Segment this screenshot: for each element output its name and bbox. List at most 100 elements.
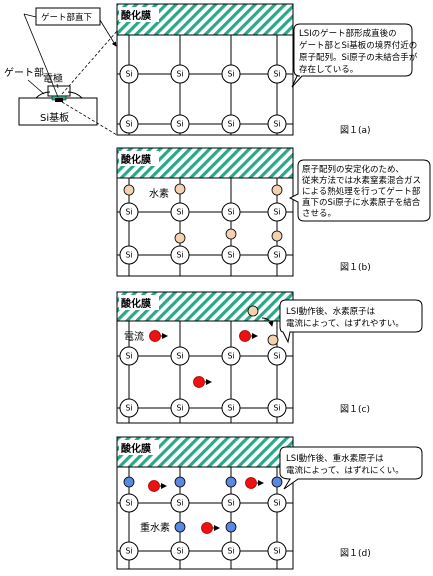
- si-atom: [170, 541, 190, 561]
- hydrogen-atom: [267, 334, 279, 346]
- si-atom-label: Si: [176, 352, 183, 361]
- panel-a-callout-line2: ゲート部とSi基板の境界付近の: [299, 40, 417, 51]
- panel-c-callout-line1: LSI動作後、水素原子は: [286, 306, 376, 317]
- deuterium-atom: [174, 476, 186, 488]
- deuterium-atom: [174, 521, 186, 533]
- si-atom: [119, 64, 139, 84]
- panel-b-callout-line3: による熱処理を行ってゲート部: [302, 186, 421, 197]
- gate-callout-lead: [23, 13, 37, 18]
- panel-b-oxide-label: 酸化膜: [121, 153, 151, 166]
- hydrogen-escape-arrow: [261, 317, 274, 327]
- si-atom-label: Si: [227, 547, 234, 556]
- electrode-label: 電極: [43, 72, 63, 85]
- inset-gate-diagram: Si基板 ゲート部 電極 ゲート部直下: [4, 7, 118, 136]
- si-atom-label: Si: [227, 404, 234, 413]
- si-atom-label: Si: [125, 70, 132, 79]
- panel-b-callout-line1: 原子配列の安定化のため、: [302, 164, 404, 175]
- gate-callout-text: ゲート部直下: [41, 12, 93, 23]
- hydrogen-atom: [174, 232, 186, 244]
- si-atom-label: Si: [125, 352, 132, 361]
- panel-a-oxide-bg: [119, 7, 159, 22]
- gate-curve-right: [67, 91, 83, 99]
- panel-a-callout-line3: 原子配列。Si原子の未結合手が: [299, 52, 418, 63]
- figure-label-b: 図１(b): [340, 262, 371, 273]
- gate-label: ゲート部: [4, 66, 44, 79]
- si-atom-label: Si: [176, 547, 183, 556]
- deuterium-atom: [271, 476, 283, 488]
- deuterium-label: 重水素: [140, 521, 170, 534]
- hydrogen-atom: [271, 230, 283, 242]
- gate-curve-left: [35, 91, 51, 99]
- panel-a-callout-bubble: [291, 23, 413, 88]
- si-atom-label: Si: [125, 547, 132, 556]
- panel-b-callout-bubble: [288, 159, 431, 222]
- si-atom: [267, 541, 287, 561]
- panel-d-oxide-bg: [119, 440, 159, 455]
- si-atom-label: Si: [125, 208, 132, 217]
- electron: [239, 330, 251, 342]
- si-atom-label: Si: [176, 404, 183, 413]
- hydrogen-atom: [174, 183, 186, 195]
- panel-d-callout-line1: LSI動作後、重水素原子は: [286, 453, 384, 464]
- panel-d-callout-line2: 電流によって、はずれにくい。: [286, 465, 404, 476]
- si-atom-label: Si: [176, 499, 183, 508]
- electron: [201, 522, 213, 534]
- si-atom-label: Si: [227, 70, 234, 79]
- projection-line-bottom: [61, 101, 118, 136]
- si-atom-label: Si: [273, 208, 280, 217]
- figure-label-d: 図１(d): [340, 548, 371, 559]
- gate-callout-arrow: [99, 19, 117, 47]
- panel-a-callout-line1: LSIのゲート部形成直後の: [299, 28, 397, 39]
- si-atom-label: Si: [273, 499, 280, 508]
- current-label: 電流: [124, 330, 144, 343]
- electron: [193, 376, 205, 388]
- deuterium-atom: [225, 521, 237, 533]
- panel-b-callout-line4: 直下のSi原子に水素原子を結合: [302, 197, 421, 208]
- panel-b-callout-line5: させる。: [302, 209, 336, 219]
- si-atom: [170, 114, 190, 134]
- si-atom-label: Si: [176, 120, 183, 129]
- si-atom: [170, 245, 190, 265]
- hydrogen-label: 水素: [149, 187, 169, 200]
- si-atom: [267, 245, 287, 265]
- si-atom: [221, 114, 241, 134]
- figure-label-c: 図１(c): [340, 404, 370, 415]
- gate-channel-mark: [55, 98, 63, 102]
- substrate-label: Si基板: [40, 111, 69, 124]
- si-atom-label: Si: [273, 352, 280, 361]
- si-atom: [221, 346, 241, 366]
- electron: [245, 477, 257, 489]
- panel-d-oxide-label: 酸化膜: [121, 442, 151, 455]
- si-atom: [119, 114, 139, 134]
- si-atom-label: Si: [273, 404, 280, 413]
- si-atom: [170, 346, 190, 366]
- hydrogen-atom: [123, 184, 135, 196]
- panel-a-oxide-label: 酸化膜: [121, 9, 151, 22]
- si-atom: [170, 493, 190, 513]
- si-atom-label: Si: [227, 208, 234, 217]
- panel-b-oxide-bg: [119, 151, 159, 166]
- figure-label-a: 図１(a): [340, 125, 371, 136]
- si-atom-label: Si: [273, 70, 280, 79]
- si-atom: [267, 398, 287, 418]
- si-atom: [221, 493, 241, 513]
- si-atom: [221, 541, 241, 561]
- hydrogen-atom: [271, 184, 283, 196]
- panel-a-callout-line4: 存在している。: [299, 64, 358, 75]
- gate-callout-box: [35, 7, 101, 26]
- si-atom-label: Si: [227, 251, 234, 260]
- projection-line-top: [61, 30, 118, 95]
- gate-pointer: [27, 79, 45, 95]
- gate-callout-pointer: [23, 13, 59, 98]
- si-atom-label: Si: [176, 70, 183, 79]
- si-atom: [221, 64, 241, 84]
- si-atom-label: Si: [273, 547, 280, 556]
- si-atom-label: Si: [125, 499, 132, 508]
- si-atom: [119, 346, 139, 366]
- si-atom: [221, 398, 241, 418]
- si-atom: [267, 346, 287, 366]
